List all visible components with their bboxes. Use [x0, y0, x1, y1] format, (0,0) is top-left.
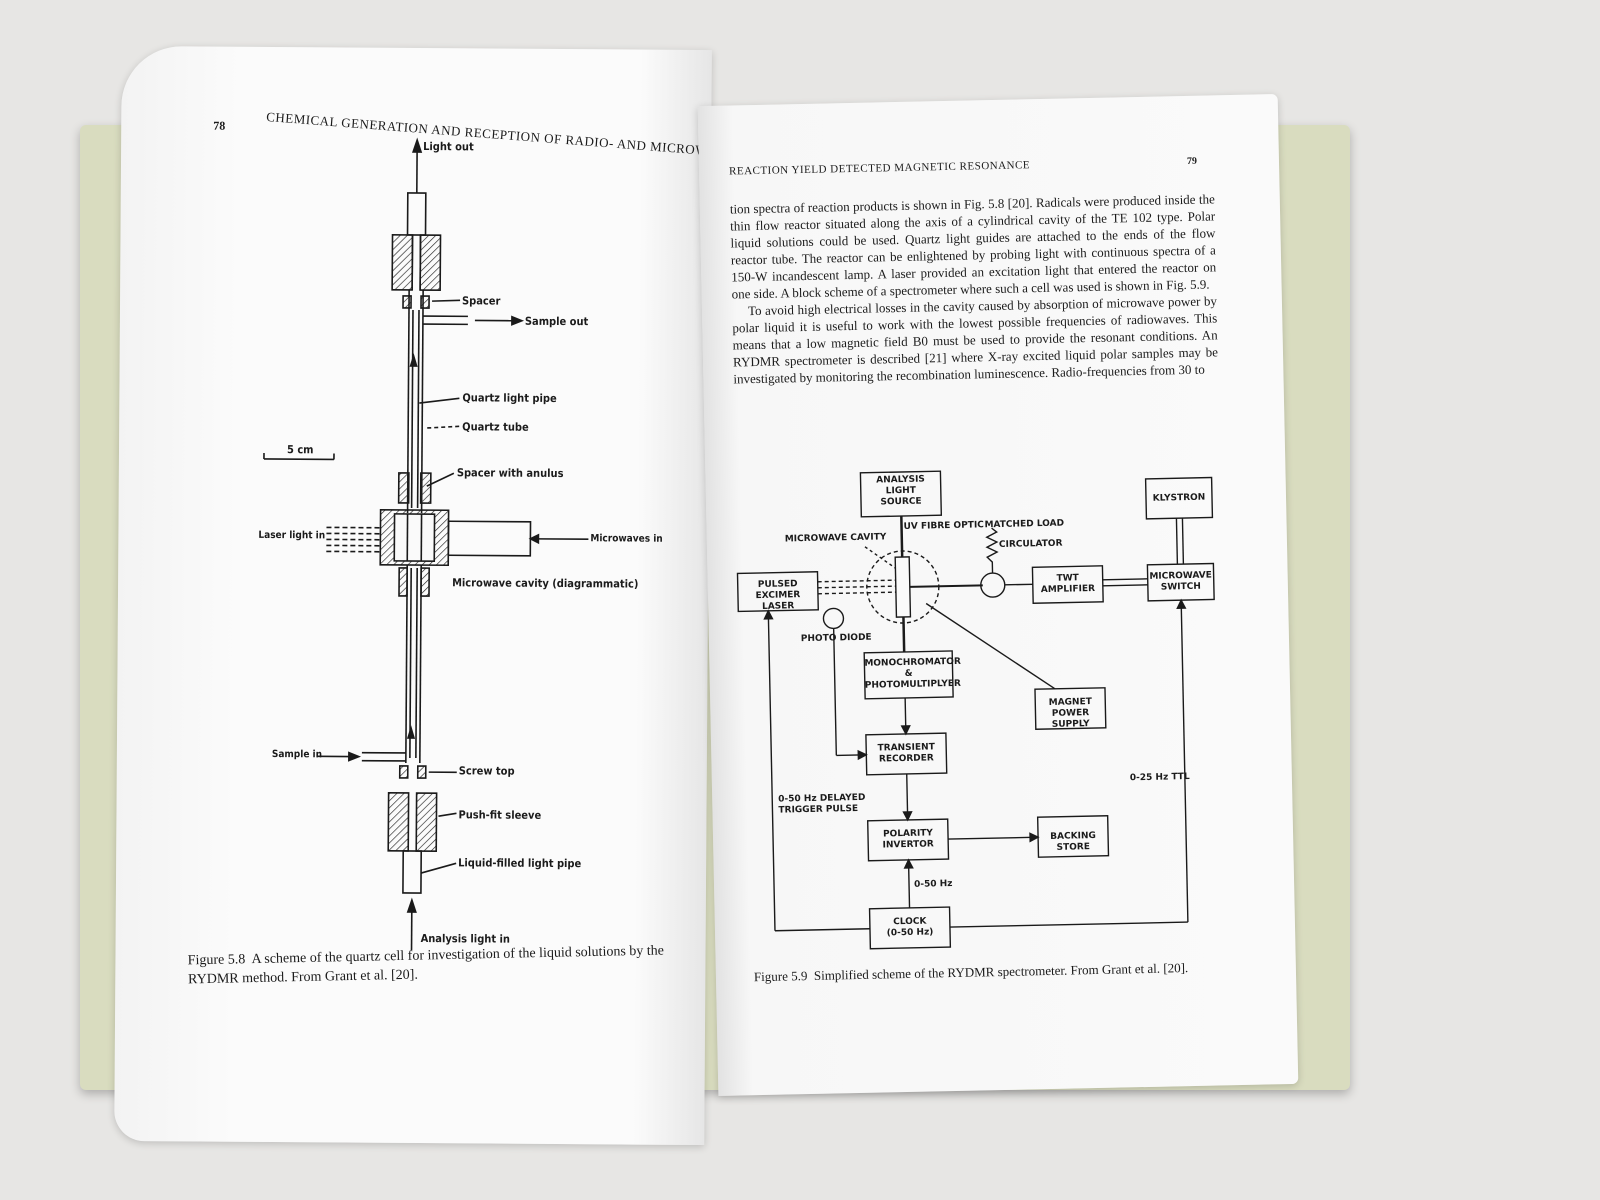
text-analysis-light-source: ANALYSIS LIGHT SOURCE [876, 474, 925, 508]
text-matched-load: MATCHED LOAD [984, 518, 1065, 531]
text-delayed-trigger: 0-50 Hz DELAYED TRIGGER PULSE [778, 792, 866, 816]
top-sleeve-left [391, 234, 414, 291]
label-screw-top: Screw top [458, 764, 515, 778]
box-pulsed-excimer-laser [736, 571, 819, 613]
label-push-fit-sleeve: Push-fit sleeve [458, 808, 542, 822]
text-hz-label: 0-50 Hz [913, 879, 953, 890]
label-scale: 5 cm [286, 443, 314, 457]
label-laser-light-in: Laser light in [258, 529, 326, 542]
bottom-sleeve-left [387, 792, 410, 852]
text-pulsed-excimer-laser: PULSED EXCIMER LASER [755, 579, 801, 612]
caption-label-left: Figure 5.8 [187, 952, 246, 969]
label-microwaves-in: Microwaves in [590, 533, 663, 545]
text-klystron: KLYSTRON [1152, 492, 1206, 504]
box-twt-amplifier [1031, 565, 1104, 604]
label-light-out: Light out [423, 140, 474, 154]
text-magnet-power-supply: MAGNET POWER SUPPLY [1048, 697, 1092, 730]
bottom-sleeve-right [415, 792, 438, 852]
text-monochromator: MONOCHROMATOR & PHOTOMULTIPLYER [864, 656, 962, 691]
text-transient-recorder: TRANSIENT RECORDER [877, 742, 935, 765]
left-page: 78 CHEMICAL GENERATION AND RECEPTION OF … [114, 45, 741, 1146]
text-microwave-cavity: MICROWAVE CAVITY [784, 532, 887, 545]
light-out-arrowhead [411, 137, 423, 153]
right-page: REACTION YIELD DETECTED MAGNETIC RESONAN… [697, 94, 1299, 1096]
spectrometer-block-diagram [736, 470, 1215, 950]
text-backing-store: BACKING STORE [1050, 831, 1097, 853]
label-liquid-filled-light-pipe: Liquid-filled light pipe [458, 856, 582, 871]
label-sample-in: Sample in [271, 749, 323, 761]
box-klystron [1144, 476, 1214, 520]
text-ttl: 0-25 Hz TTL [1129, 772, 1190, 784]
text-circulator: CIRCULATOR [998, 538, 1063, 550]
box-magnet-power-supply [1034, 687, 1107, 730]
text-microwave-switch: MICROWAVE SWITCH [1149, 570, 1212, 593]
photo-diode-symbol [822, 607, 845, 630]
label-analysis-light-in: Analysis light in [420, 932, 511, 946]
label-quartz-tube: Quartz tube [462, 420, 529, 434]
label-spacer: Spacer [462, 294, 501, 308]
circulator-symbol [980, 572, 1006, 598]
top-sleeve-right [419, 234, 442, 291]
text-clock: CLOCK (0-50 Hz) [886, 916, 934, 939]
text-twt-amplifier: TWT AMPLIFIER [1040, 573, 1096, 596]
label-quartz-light-pipe: Quartz light pipe [462, 391, 557, 405]
label-spacer-with-anulus: Spacer with anulus [456, 466, 564, 481]
box-monochromator [863, 650, 954, 700]
caption-label-right: Figure 5.9 [753, 968, 808, 985]
text-photo-diode: PHOTO DIODE [800, 632, 872, 645]
label-sample-out: Sample out [524, 314, 589, 329]
text-polarity-invertor: POLARITY INVERTOR [882, 828, 934, 851]
caption-text-left: A scheme of the quartz cell for investig… [187, 943, 665, 988]
quartz-cell-figure [263, 137, 589, 951]
label-microwave-cavity: Microwave cavity (diagrammatic) [452, 576, 639, 591]
text-uv-fibre-optic: UV FIBRE OPTIC [903, 520, 984, 532]
